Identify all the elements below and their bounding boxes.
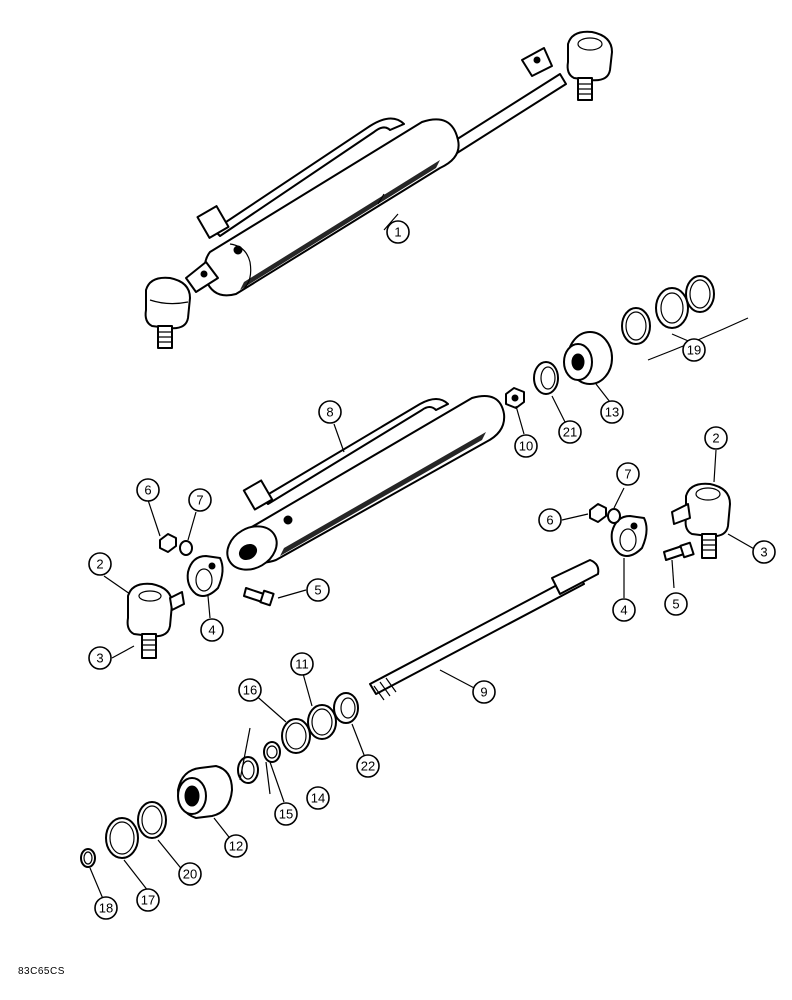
callout-4-left: 4 <box>200 618 224 642</box>
exploded-barrel <box>226 395 506 571</box>
svg-text:5: 5 <box>314 583 321 598</box>
barrel-port-fitting <box>242 479 274 511</box>
svg-text:6: 6 <box>546 513 553 528</box>
right-washer-7 <box>607 508 621 524</box>
callout-14: 14 <box>306 786 330 810</box>
svg-text:21: 21 <box>563 425 577 440</box>
svg-text:19: 19 <box>687 343 701 358</box>
callout-2-left: 2 <box>88 552 112 576</box>
left-clamp-4 <box>186 555 224 597</box>
svg-text:6: 6 <box>144 483 151 498</box>
callout-13: 13 <box>600 400 624 424</box>
svg-text:3: 3 <box>760 545 767 560</box>
svg-text:20: 20 <box>183 867 197 882</box>
right-tie-rod-end-group <box>589 482 731 561</box>
figure-code: 83C65CS <box>18 966 65 977</box>
assembled-steering-cylinder <box>144 30 613 349</box>
nut-10 <box>505 387 525 409</box>
callout-10: 10 <box>514 434 538 458</box>
barrel-transfer-tube <box>261 398 449 505</box>
callout-21: 21 <box>558 420 582 444</box>
svg-text:11: 11 <box>295 657 309 672</box>
piston-13 <box>563 331 613 385</box>
callout-2-right: 2 <box>704 426 728 450</box>
callout-12: 12 <box>224 834 248 858</box>
svg-text:4: 4 <box>208 623 215 638</box>
left-tie-rod-end-body <box>126 582 173 638</box>
right-tie-rod-end-thread <box>671 503 691 525</box>
svg-text:3: 3 <box>96 651 103 666</box>
exploded-piston-rod <box>369 559 600 701</box>
barrel-body <box>243 395 506 564</box>
callout-8: 8 <box>318 400 342 424</box>
wear-ring-21-body <box>533 361 559 395</box>
svg-text:18: 18 <box>99 901 113 916</box>
svg-text:15: 15 <box>279 807 293 822</box>
right-tie-rod-end-body <box>684 482 731 538</box>
callout-19: 19 <box>682 338 706 362</box>
assembled-port-fitting <box>196 205 230 239</box>
callout-15: 15 <box>274 802 298 826</box>
seal-kit-19 <box>621 275 749 361</box>
callout-6-right: 6 <box>538 508 562 532</box>
svg-text:2: 2 <box>96 557 103 572</box>
callout-5-left: 5 <box>306 578 330 602</box>
left-tie-rod-end-thread <box>169 591 185 611</box>
svg-text:14: 14 <box>311 791 325 806</box>
svg-text:13: 13 <box>605 405 619 420</box>
wear-ring-21 <box>533 361 559 395</box>
svg-text:8: 8 <box>326 405 333 420</box>
svg-text:5: 5 <box>672 597 679 612</box>
svg-text:4: 4 <box>620 603 627 618</box>
callout-6-left: 6 <box>136 478 160 502</box>
svg-text:7: 7 <box>624 467 631 482</box>
callout-9: 9 <box>472 680 496 704</box>
piston-rod-eye <box>551 559 600 595</box>
svg-text:16: 16 <box>243 683 257 698</box>
ring-18 <box>80 848 96 868</box>
svg-text:12: 12 <box>229 839 243 854</box>
callout-1: 1 <box>386 220 410 244</box>
svg-text:22: 22 <box>361 759 375 774</box>
seal-14 <box>263 741 281 763</box>
right-clamp-4 <box>610 515 648 557</box>
callout-17: 17 <box>136 888 160 912</box>
callout-5-right: 5 <box>664 592 688 616</box>
callout-16: 16 <box>238 678 262 702</box>
svg-text:9: 9 <box>480 685 487 700</box>
assembled-front-tie-rod-end <box>566 30 613 82</box>
callout-4-right: 4 <box>612 598 636 622</box>
svg-text:2: 2 <box>712 431 719 446</box>
callout-20: 20 <box>178 862 202 886</box>
left-tie-rod-end-group <box>126 533 275 659</box>
left-washer-7 <box>179 540 193 556</box>
ring-17 <box>105 817 139 859</box>
svg-text:7: 7 <box>196 493 203 508</box>
piston-rod-shaft <box>369 573 585 695</box>
svg-text:10: 10 <box>519 439 533 454</box>
callout-7-left: 7 <box>188 488 212 512</box>
callout-22: 22 <box>356 754 380 778</box>
callout-18: 18 <box>94 896 118 920</box>
callout-7-right: 7 <box>616 462 640 486</box>
rod-seal-stack <box>80 692 359 868</box>
left-stud <box>141 633 157 659</box>
assembled-barrel <box>203 118 460 297</box>
svg-text:1: 1 <box>394 225 401 240</box>
svg-text:17: 17 <box>141 893 155 908</box>
callout-11: 11 <box>290 652 314 676</box>
callout-3-right: 3 <box>752 540 776 564</box>
left-nut-6 <box>159 533 177 553</box>
callout-3-left: 3 <box>88 646 112 670</box>
right-nut-6 <box>589 503 607 523</box>
assembled-rear-clamp <box>185 261 219 293</box>
assembled-transfer-tube <box>213 117 405 237</box>
right-stud <box>701 533 717 559</box>
